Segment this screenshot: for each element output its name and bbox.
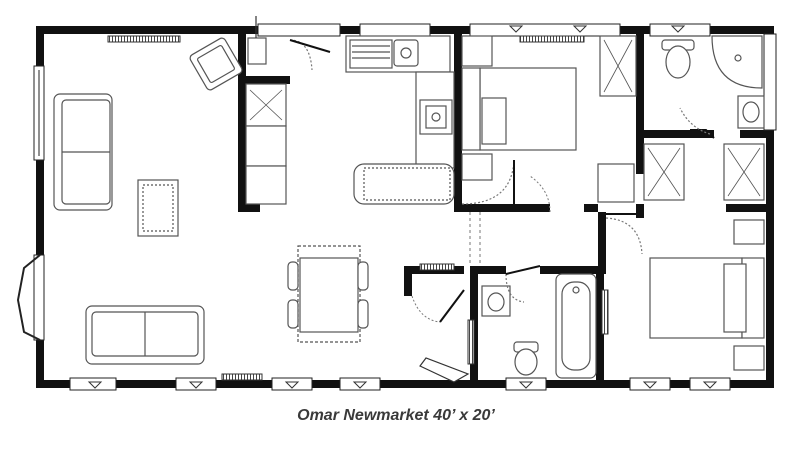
window-right-upper (763, 33, 777, 131)
dining (287, 245, 369, 343)
window-bottom-5 (505, 377, 547, 391)
window-top-bedroom2 (469, 23, 621, 37)
radiator-hall (419, 263, 455, 271)
window-bottom-4 (339, 377, 381, 391)
window-markers (87, 25, 718, 389)
window-bottom-1 (69, 377, 117, 391)
window-top-kitchen (359, 23, 431, 37)
bedroom-2 (461, 35, 637, 205)
window-bottom-6 (629, 377, 671, 391)
sofa-bottom (85, 305, 205, 365)
chair (287, 261, 299, 291)
radiators (107, 35, 609, 381)
window-bottom-3 (271, 377, 313, 391)
bedside (461, 35, 493, 67)
shower (711, 35, 763, 89)
sofa-left (53, 93, 113, 211)
bathroom (643, 35, 765, 201)
dresser (597, 163, 635, 203)
dining-table (299, 257, 359, 333)
bedside (461, 153, 493, 181)
bedside (733, 345, 765, 371)
toilet (665, 45, 691, 79)
windows (16, 23, 777, 391)
sink (349, 39, 393, 69)
radiator-bedroom2 (519, 35, 585, 43)
window-bay-left (33, 254, 45, 341)
radiator-master (601, 289, 609, 335)
toilet (514, 348, 538, 376)
kitchen (245, 35, 455, 205)
master-bedroom (605, 213, 765, 371)
window-bottom-2 (175, 377, 217, 391)
plan-caption: Omar Newmarket 40’ x 20’ (297, 407, 495, 424)
interior-walls (238, 34, 774, 388)
chair (357, 261, 369, 291)
hall-cupboard (247, 16, 331, 71)
window-bottom-7 (689, 377, 731, 391)
hall-doors (411, 175, 551, 383)
radiator-lounge (107, 35, 181, 43)
chair (357, 299, 369, 329)
chair (287, 299, 299, 329)
lounge (53, 37, 243, 365)
wardrobe (599, 35, 637, 97)
armchair (189, 37, 243, 91)
window-top-hall (257, 23, 341, 37)
en-suite (481, 265, 597, 379)
radiator-ensuite (467, 319, 475, 365)
radiator-dining (221, 373, 263, 381)
bedside (733, 219, 765, 245)
